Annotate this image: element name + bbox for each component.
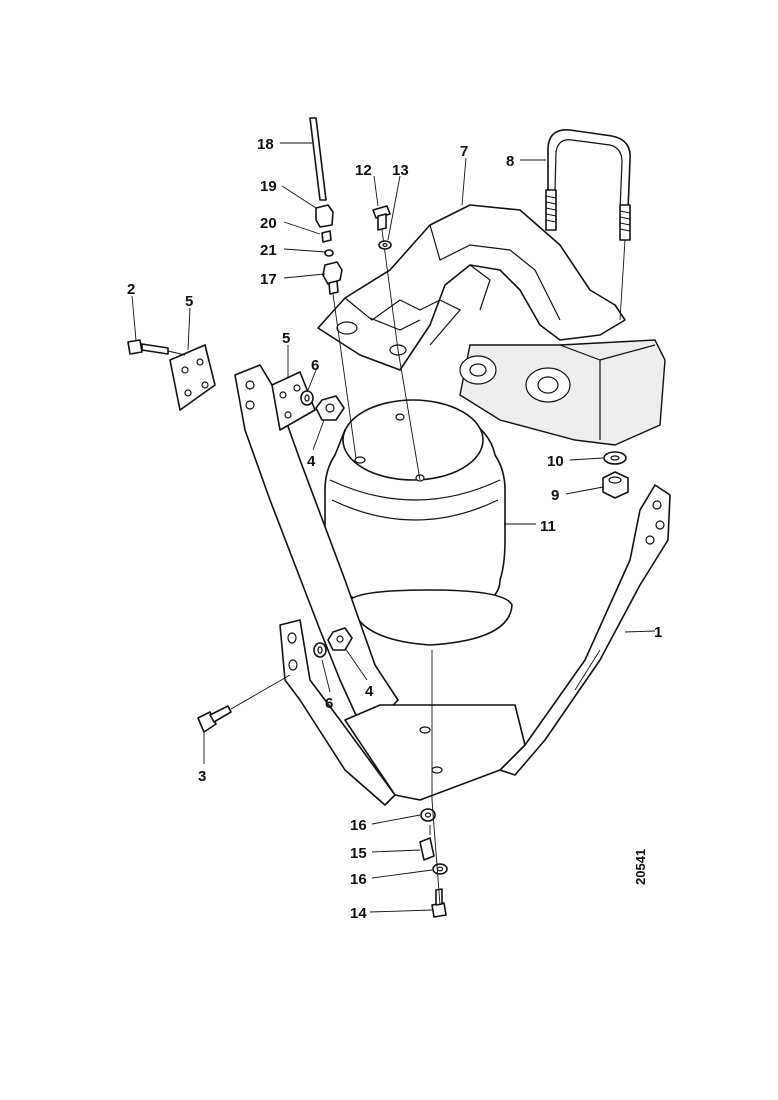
nut-19 — [315, 204, 334, 228]
label-16-upper: 16 — [350, 817, 367, 834]
nut-4-lower — [327, 627, 353, 651]
washer-6-upper — [300, 390, 314, 406]
washer-13 — [378, 240, 392, 250]
label-4-lower: 4 — [365, 683, 374, 700]
bolt-2 — [127, 339, 186, 356]
label-21: 21 — [260, 242, 277, 259]
label-20: 20 — [260, 215, 277, 232]
label-3: 3 — [198, 768, 206, 785]
figure-code: 20541 — [633, 849, 648, 885]
label-11: 11 — [540, 518, 556, 535]
leader-lines — [131, 142, 656, 913]
label-6-upper: 6 — [311, 357, 319, 374]
label-2: 2 — [127, 281, 135, 298]
bolt-3 — [197, 674, 291, 733]
nut-4-upper — [315, 395, 345, 421]
stud-15 — [419, 825, 435, 861]
label-6-lower: 6 — [325, 695, 333, 712]
bolt-14 — [431, 888, 447, 918]
label-15: 15 — [350, 845, 367, 862]
lower-axis-line — [431, 799, 441, 906]
screw-axis — [397, 349, 421, 481]
ring-21 — [324, 249, 334, 257]
washer-10 — [603, 451, 627, 465]
label-13: 13 — [392, 162, 409, 179]
label-10: 10 — [547, 453, 564, 470]
axle-block — [459, 339, 666, 446]
label-14: 14 — [350, 905, 367, 922]
label-12: 12 — [355, 162, 372, 179]
air-pipe-axis — [332, 293, 357, 459]
label-1: 1 — [654, 624, 662, 641]
label-4-upper: 4 — [307, 453, 316, 470]
label-7: 7 — [460, 143, 468, 160]
label-19: 19 — [260, 178, 277, 195]
washer-16-lower — [432, 863, 448, 875]
union-17 — [322, 261, 343, 295]
lower-frame — [234, 364, 671, 806]
washer-6-lower — [313, 642, 327, 658]
label-9: 9 — [551, 487, 559, 504]
label-16-lower: 16 — [350, 871, 367, 888]
label-18: 18 — [257, 136, 274, 153]
sleeve-20 — [321, 230, 332, 243]
nut-9 — [602, 471, 629, 499]
air-pipe-18 — [309, 117, 327, 201]
washer-16-upper — [420, 808, 436, 822]
label-5-left: 5 — [185, 293, 193, 310]
callout-labels: 1 2 3 4 4 5 5 6 6 7 8 9 10 11 12 13 14 1… — [127, 136, 662, 922]
label-8: 8 — [506, 153, 514, 170]
clamp-plate-left — [169, 344, 216, 411]
u-bolt — [545, 129, 631, 321]
label-17: 17 — [260, 271, 277, 288]
screw-12 — [372, 205, 399, 351]
label-5-right: 5 — [282, 330, 290, 347]
clamp-plate-right — [271, 371, 316, 431]
